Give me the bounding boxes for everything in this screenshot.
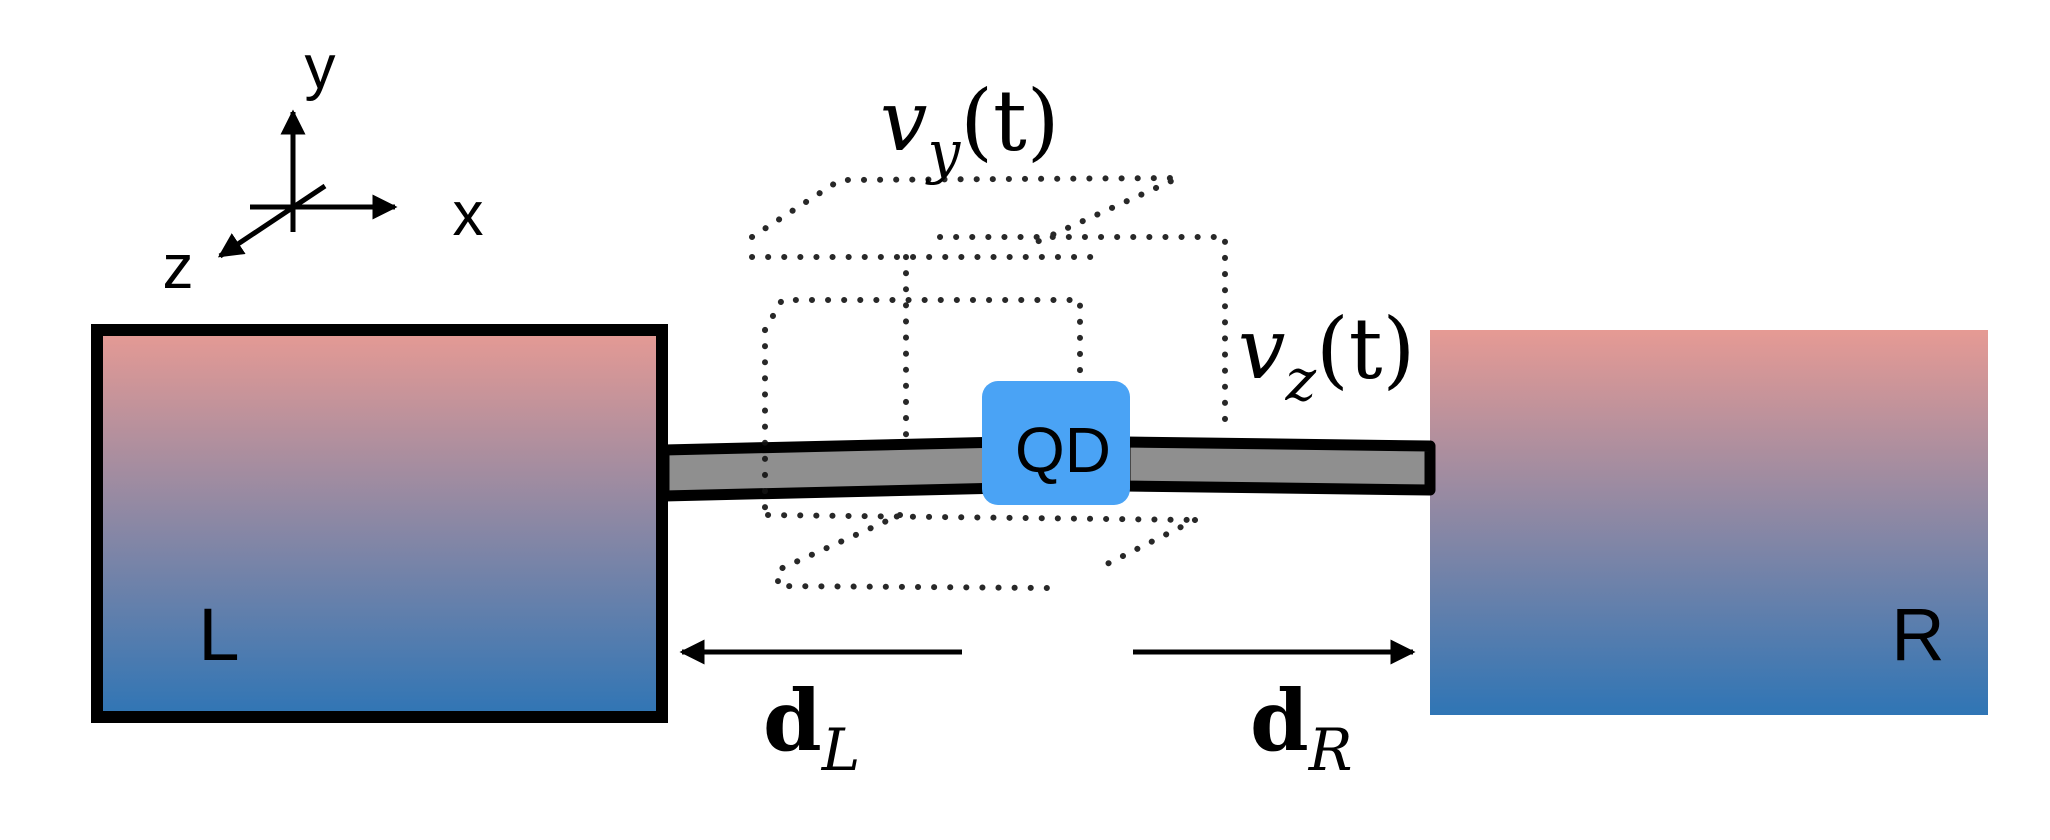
- left-reservoir-box: [91, 324, 668, 723]
- vy-trajectory: [749, 175, 1228, 433]
- vz-base: v: [1238, 300, 1285, 398]
- right-reservoir: R: [1430, 330, 1988, 715]
- z-axis-label: z: [163, 233, 194, 302]
- dR-base: d: [1250, 671, 1309, 770]
- dL-label: dL: [763, 671, 860, 784]
- z-axis-arrow: [217, 183, 327, 259]
- vz-argument: (t): [1316, 300, 1415, 398]
- vz-label: vz(t): [1238, 300, 1415, 414]
- x-axis-label: x: [453, 180, 484, 249]
- dR-label: dR: [1250, 671, 1352, 784]
- right-reservoir-label: R: [1891, 593, 1944, 676]
- quantum-dot: QD: [982, 381, 1130, 505]
- vy-base: v: [880, 72, 927, 170]
- bottom-trajectory: [765, 512, 1198, 591]
- vz-subscript: z: [1284, 346, 1316, 414]
- quantum-dot-label: QD: [1015, 414, 1111, 486]
- dL-base: d: [763, 671, 822, 770]
- vy-argument: (t): [960, 72, 1059, 170]
- vz-label-text: vz(t): [1238, 300, 1415, 414]
- right-reservoir-box: [1430, 330, 1988, 715]
- y-axis-label: y: [305, 33, 336, 102]
- vy-label: vy(t): [880, 72, 1060, 186]
- quantum-dot-box: [982, 381, 1130, 505]
- vy-subscript: y: [924, 118, 961, 186]
- dL-subscript: L: [821, 716, 861, 784]
- left-reservoir-label: L: [198, 593, 239, 676]
- vy-trajectory-top-dots: [749, 175, 1228, 433]
- bottom-trajectory-dots: [765, 512, 1198, 591]
- left-reservoir: L: [91, 324, 668, 723]
- nanowire-left-segment: [658, 436, 1011, 502]
- vy-label-text: vy(t): [880, 72, 1060, 186]
- nanowire-right-segment: [1119, 436, 1436, 496]
- dR-subscript: R: [1308, 716, 1353, 784]
- distance-arrows: dL dR: [679, 639, 1416, 784]
- coordinate-axes: y x z: [163, 33, 484, 302]
